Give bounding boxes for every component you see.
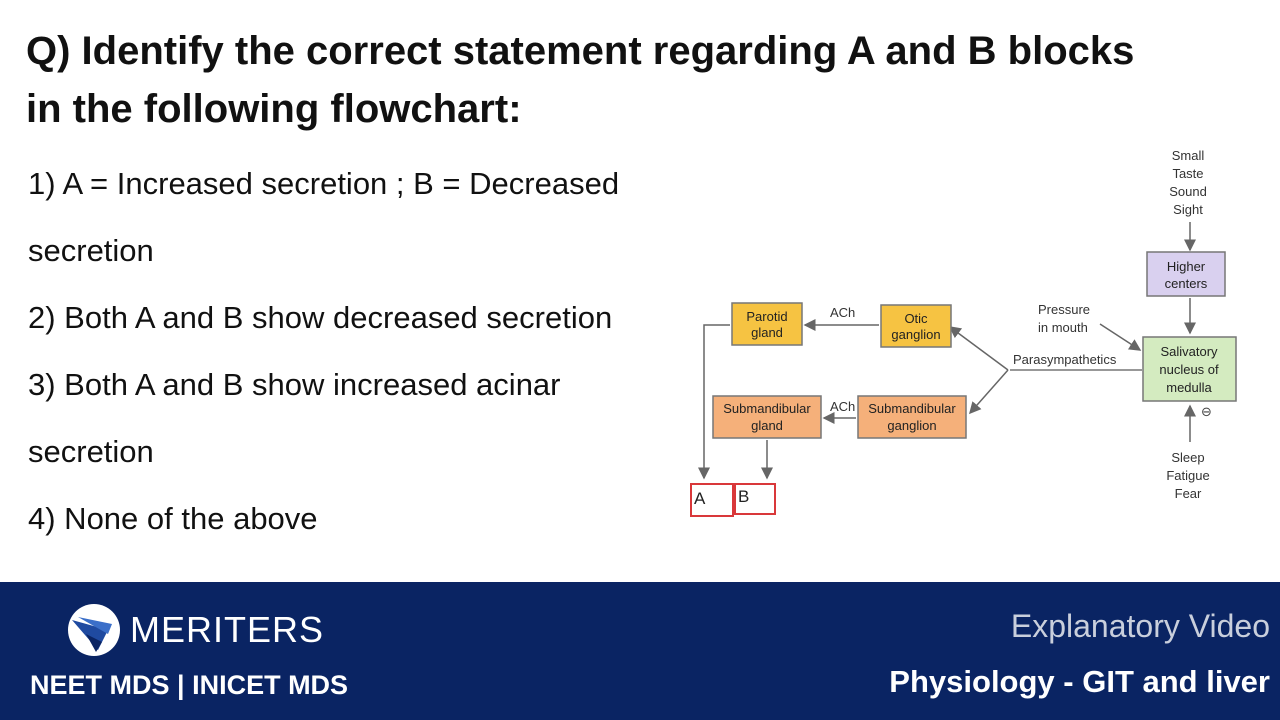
parasympathetics-label: Parasympathetics [1013, 352, 1117, 367]
submandibular-gland-line-1: Submandibular [723, 401, 811, 416]
parotid-line-2: gland [751, 325, 783, 340]
otic-line-2: ganglion [891, 327, 940, 342]
pressure-line-1: Pressure [1038, 302, 1090, 317]
submandibular-ganglion-box: Submandibular ganglion [857, 395, 967, 439]
arrow-pressure-to-salivatory [1099, 323, 1142, 351]
exam-tagline: NEET MDS | INICET MDS [30, 670, 349, 700]
option-1[interactable]: 1) A = Increased secretion ; B = Decreas… [28, 150, 678, 284]
stimulus-fatigue: Fatigue [1166, 468, 1209, 483]
stimulus-small: Small [1172, 148, 1205, 163]
salivation-flowchart: Small Taste Sound Sight Higher centers S… [690, 148, 1237, 517]
option-3[interactable]: 3) Both A and B show increased acinar sec… [28, 351, 678, 485]
option-4[interactable]: 4) None of the above [28, 485, 678, 552]
salivatory-line-2: nucleus of [1159, 362, 1219, 377]
otic-line-1: Otic [904, 311, 928, 326]
logo-emblem-icon [68, 604, 120, 656]
higher-centers-line-2: centers [1165, 276, 1208, 291]
option-2[interactable]: 2) Both A and B show decreased secretion [28, 284, 678, 351]
question-line-1: Q) Identify the correct statement regard… [26, 29, 1135, 73]
stimulus-sound: Sound [1169, 184, 1207, 199]
ach-bottom-label: ACh [830, 399, 855, 414]
block-b[interactable]: B [734, 483, 776, 515]
options-list: 1) A = Increased secretion ; B = Decreas… [28, 150, 678, 552]
footer-banner: MERITERS NEET MDS | INICET MDS Explanato… [0, 582, 1280, 720]
question-text: Q) Identify the correct statement regard… [26, 22, 1256, 138]
option-2-text: 2) Both A and B show decreased secretion [28, 300, 613, 335]
submandibular-gland-line-2: gland [751, 418, 783, 433]
higher-centers-line-1: Higher [1167, 259, 1206, 274]
submandibular-ganglion-line-1: Submandibular [868, 401, 956, 416]
stimulus-sleep: Sleep [1171, 450, 1204, 465]
otic-ganglion-box: Otic ganglion [880, 304, 952, 348]
video-label: Explanatory Video [1010, 608, 1270, 644]
salivatory-line-1: Salivatory [1160, 344, 1218, 359]
arrow-to-submandibular-ganglion [969, 369, 1009, 415]
higher-centers-box: Higher centers [1146, 251, 1226, 297]
option-3-line-1: 3) Both A and B show increased acinar [28, 367, 561, 402]
submandibular-gland-box: Submandibular gland [712, 395, 822, 439]
question-line-2: in the following flowchart: [26, 87, 522, 131]
inhibition-sign: ⊖ [1201, 404, 1212, 419]
pressure-line-2: in mouth [1038, 320, 1088, 335]
block-a[interactable]: A [690, 483, 734, 517]
arrow-parotid-to-a [698, 324, 730, 480]
stimulus-sight: Sight [1173, 202, 1203, 217]
stimuli-top-label: Small Taste Sound Sight [1169, 148, 1207, 217]
block-b-label: B [738, 487, 749, 506]
option-3-line-2: secretion [28, 434, 154, 469]
parotid-gland-box: Parotid gland [731, 302, 803, 346]
stimulus-fear: Fear [1175, 486, 1202, 501]
ach-top-label: ACh [830, 305, 855, 320]
arrow-to-otic [948, 326, 1009, 371]
topic-title: Physiology - GIT and liver [889, 664, 1270, 699]
brand-name: MERITERS [130, 609, 325, 650]
parotid-line-1: Parotid [746, 309, 787, 324]
submandibular-ganglion-line-2: ganglion [887, 418, 936, 433]
option-1-line-2: secretion [28, 233, 154, 268]
option-4-text: 4) None of the above [28, 501, 318, 536]
salivatory-line-3: medulla [1166, 380, 1212, 395]
option-1-line-1: 1) A = Increased secretion ; B = Decreas… [28, 166, 620, 201]
stimulus-taste: Taste [1172, 166, 1203, 181]
block-a-label: A [694, 489, 706, 508]
salivatory-nucleus-box: Salivatory nucleus of medulla [1142, 336, 1237, 402]
brand-logo: MERITERS [68, 604, 324, 656]
stimuli-bottom-label: Sleep Fatigue Fear [1166, 450, 1209, 501]
